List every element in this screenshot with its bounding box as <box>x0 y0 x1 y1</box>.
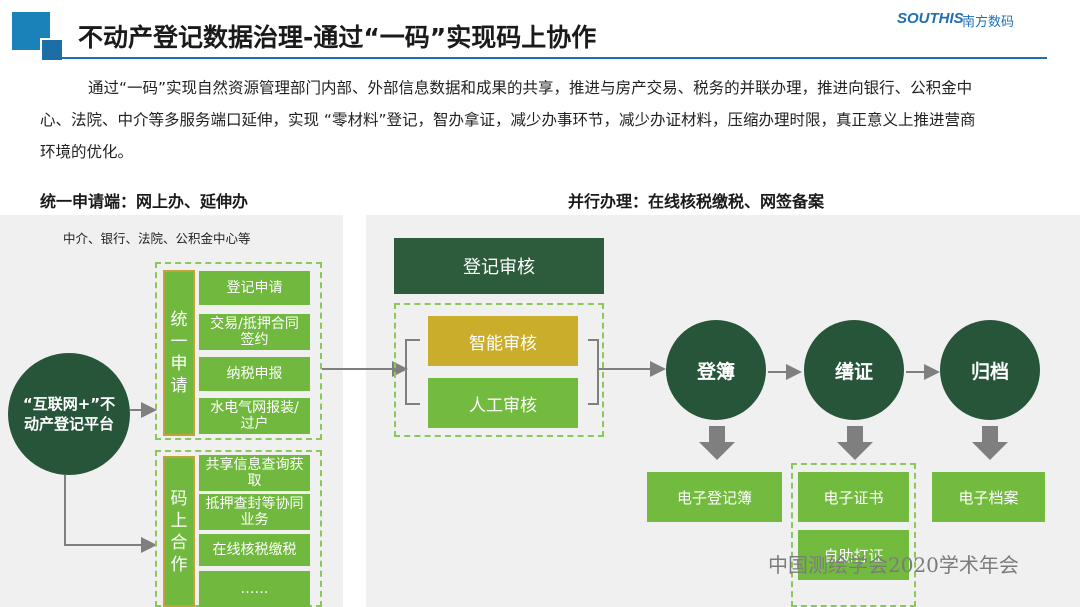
apply-group-label: 统一申请 <box>163 270 195 436</box>
cooperate-group-label: 码上合作 <box>163 456 195 607</box>
logo-cn: 南方数码 <box>962 15 1015 30</box>
cooperate-item-online-tax: 在线核税缴税 <box>199 534 310 566</box>
intro-paragraph: 通过“一码”实现自然资源管理部门内部、外部信息数据和成果的共享，推进与房产交易、… <box>40 79 976 161</box>
output-e-archive: 电子档案 <box>932 472 1045 522</box>
manual-review-box: 人工审核 <box>428 378 578 428</box>
cooperate-item-mortgage: 抵押查封等协同业务 <box>199 494 310 530</box>
apply-item-utilities: 水电气网报装/过户 <box>199 398 310 434</box>
cooperate-item-query: 共享信息查询获取 <box>199 455 310 491</box>
right-section-heading: 并行办理：在线核税缴税、网签备案 <box>568 192 825 211</box>
page-title: 不动产登记数据治理-通过“一码”实现码上协作 <box>78 23 597 52</box>
certificate-output-frame <box>791 463 916 607</box>
step-register-circle: 登簿 <box>666 320 766 420</box>
output-e-certificate: 电子证书 <box>798 472 909 522</box>
title-underline <box>62 57 1047 59</box>
apply-item-contract: 交易/抵押合同签约 <box>199 314 310 350</box>
watermark: 中国测绘学会2020学术年会 <box>768 553 1019 577</box>
apply-item-registration: 登记申请 <box>199 271 310 305</box>
left-panel-note: 中介、银行、法院、公积金中心等 <box>63 231 251 246</box>
apply-item-tax: 纳税申报 <box>199 357 310 391</box>
logo-wordmark: SOUTHIS <box>897 10 964 27</box>
output-self-print: 自助打证 <box>798 530 909 580</box>
review-group-frame <box>394 303 604 437</box>
left-section-heading: 统一申请端：网上办、延伸办 <box>40 192 249 211</box>
apply-group-frame <box>155 262 322 440</box>
step-archive-circle: 归档 <box>940 320 1040 420</box>
corner-square-decoration-small <box>40 38 64 62</box>
output-e-registry: 电子登记簿 <box>647 472 782 522</box>
step-certificate-circle: 缮证 <box>804 320 904 420</box>
platform-circle: “互联网+”不动产登记平台 <box>8 353 130 475</box>
cooperate-item-more: …… <box>199 571 310 607</box>
smart-review-box: 智能审核 <box>428 316 578 366</box>
review-title-box: 登记审核 <box>394 238 604 294</box>
